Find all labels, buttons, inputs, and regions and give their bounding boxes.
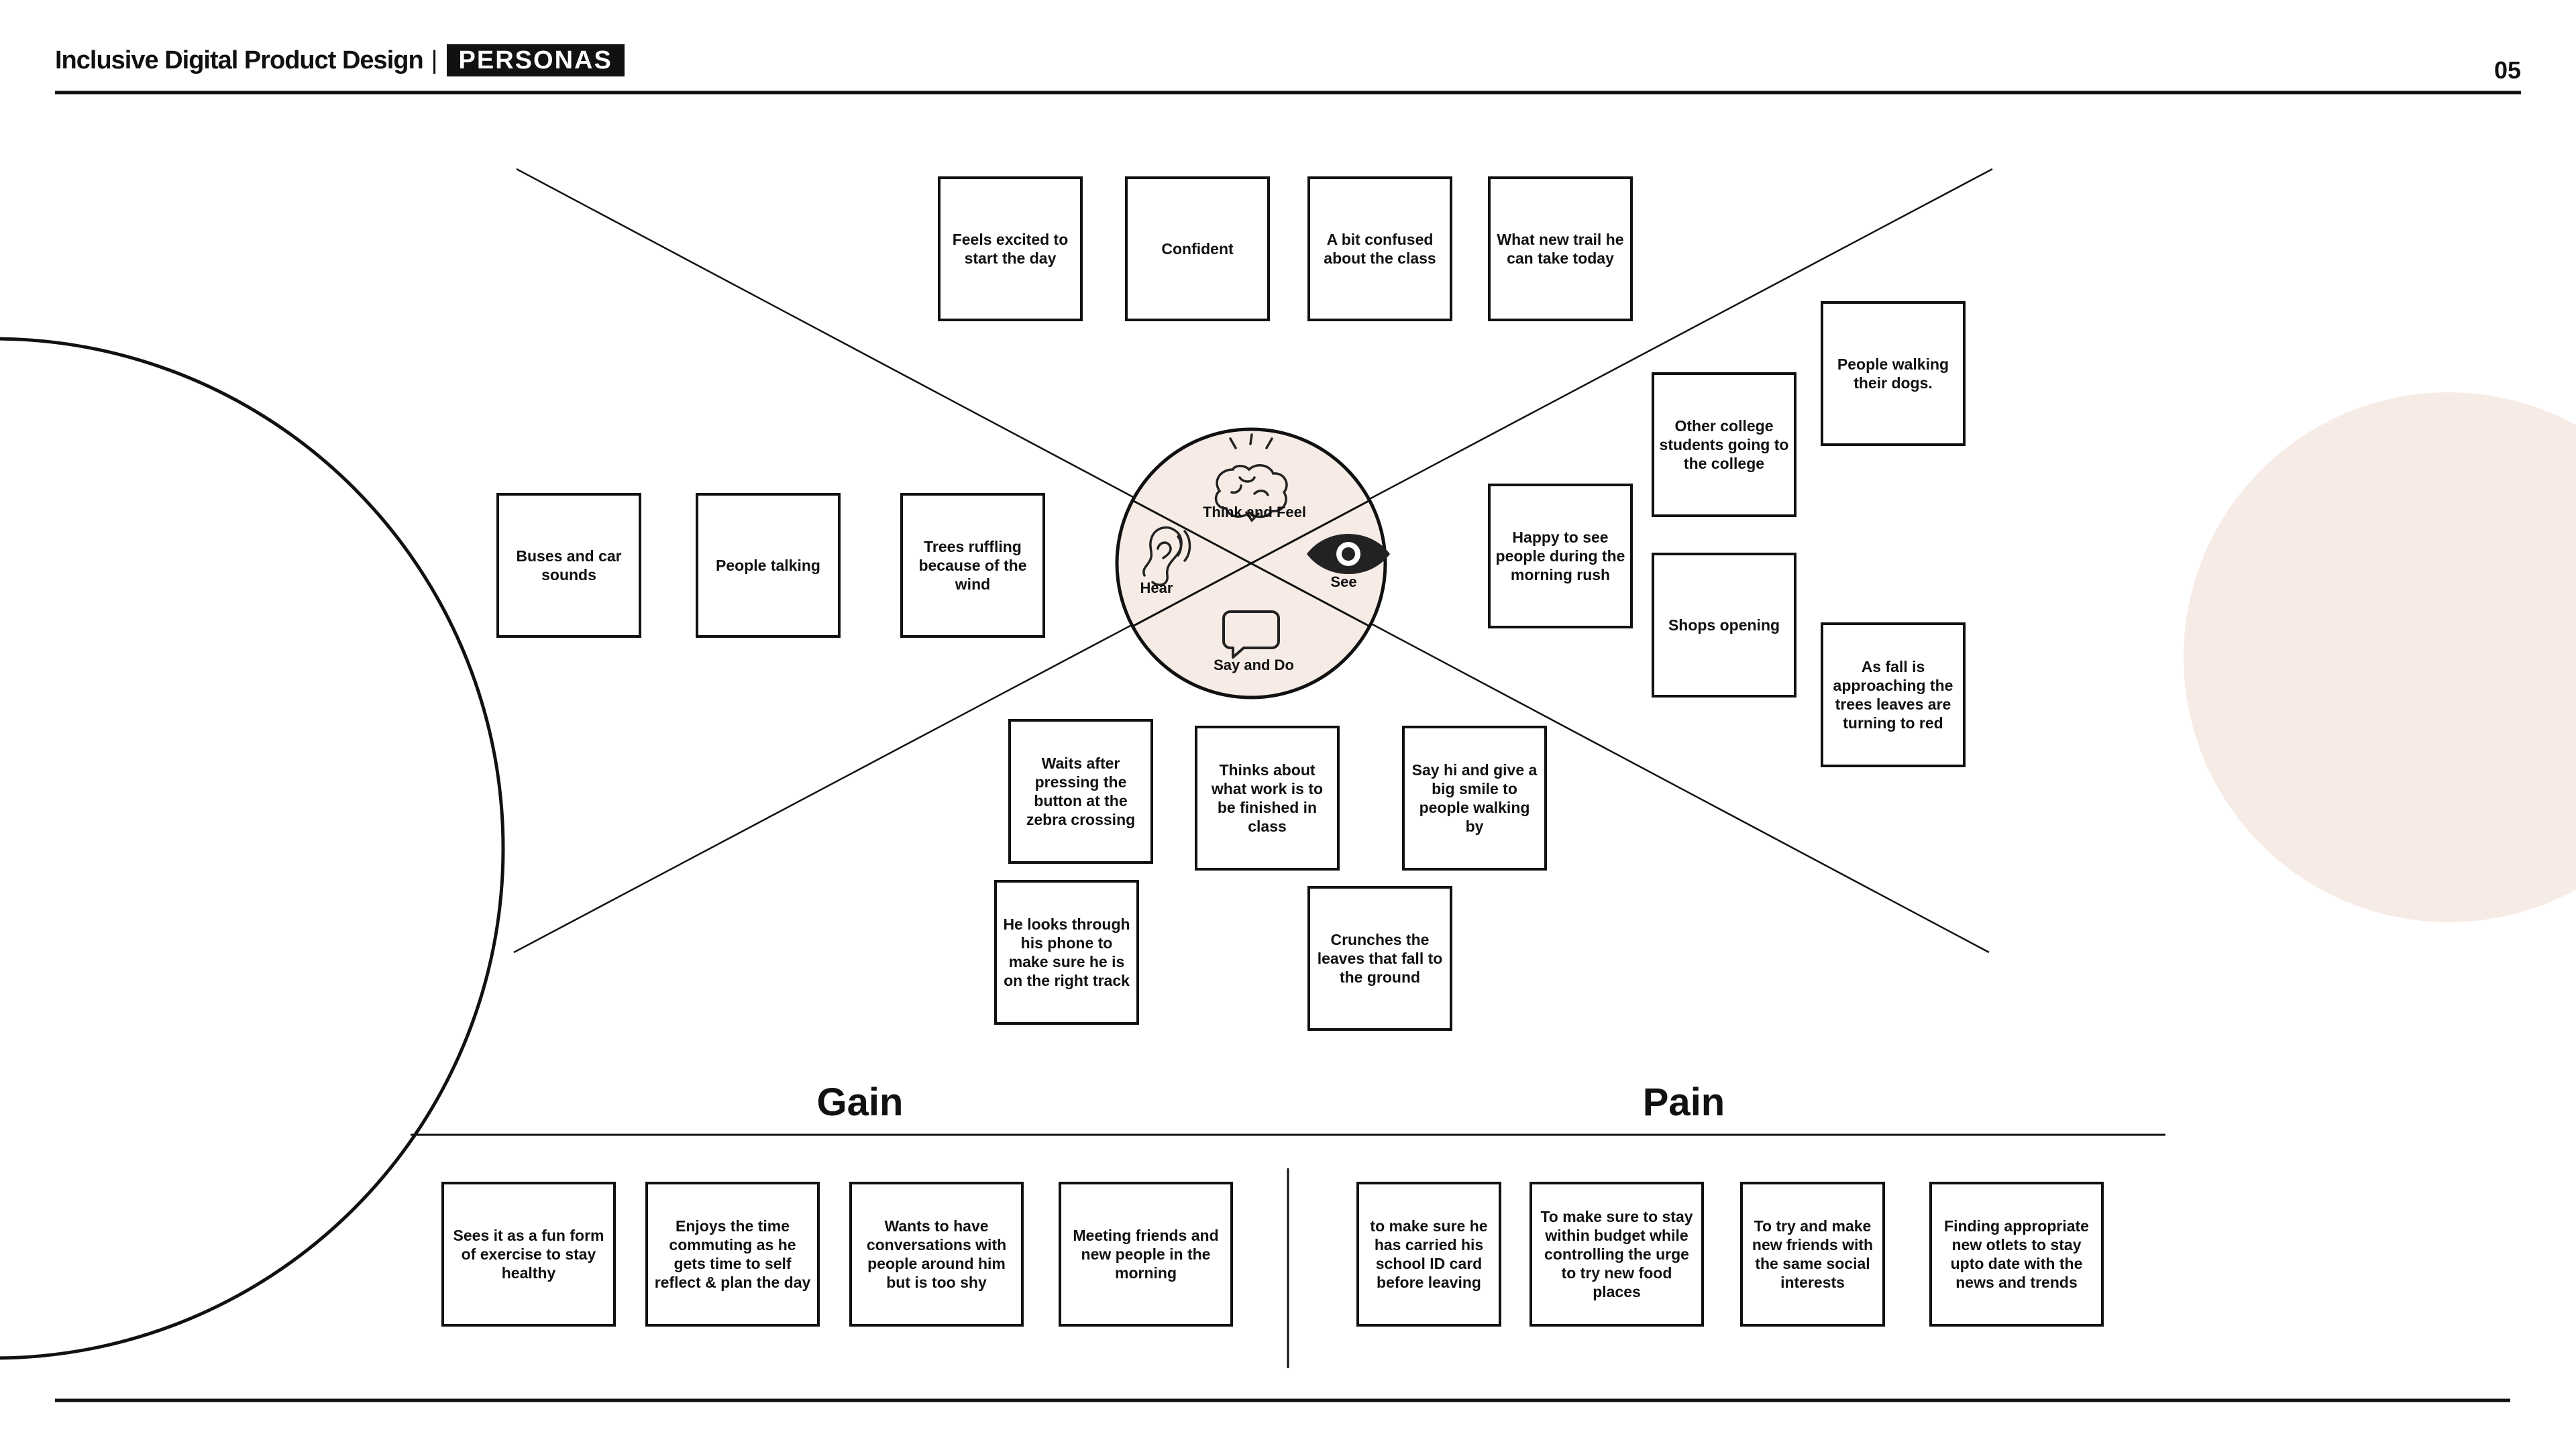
sticky-note: Crunches the leaves that fall to the gro… (1307, 886, 1452, 1031)
sticky-note: People talking (696, 493, 841, 638)
eye-icon (1307, 534, 1390, 574)
sticky-note: Confident (1125, 176, 1270, 321)
sticky-note: As fall is approaching the trees leaves … (1821, 622, 1966, 767)
sticky-note: What new trail he can take today (1488, 176, 1633, 321)
sticky-note: Enjoys the time commuting as he gets tim… (645, 1182, 820, 1327)
page-number: 05 (2493, 56, 2521, 84)
header-separator: | (431, 46, 438, 74)
pain-title: Pain (1642, 1080, 1725, 1124)
sticky-note: Other college students going to the coll… (1652, 372, 1796, 517)
gain-title: Gain (816, 1080, 904, 1124)
header-title: Inclusive Digital Product Design | PERSO… (55, 44, 625, 76)
sticky-note: Shops opening (1652, 553, 1796, 698)
sticky-note: He looks through his phone to make sure … (994, 880, 1139, 1025)
sticky-note: To make sure to stay within budget while… (1529, 1182, 1704, 1327)
hear-label: Hear (1140, 579, 1173, 596)
sticky-note: Trees ruffling because of the wind (900, 493, 1045, 638)
center-divider-2 (1132, 499, 1371, 628)
sticky-note: Thinks about what work is to be finished… (1195, 726, 1340, 871)
deck-title: Inclusive Digital Product Design (55, 46, 424, 74)
sticky-note: Waits after pressing the button at the z… (1008, 719, 1153, 864)
sticky-note: Meeting friends and new people in the mo… (1059, 1182, 1233, 1327)
sticky-note: Finding appropriate new otlets to stay u… (1929, 1182, 2104, 1327)
ear-icon (1142, 526, 1191, 586)
section-badge: PERSONAS (446, 44, 625, 76)
brain-icon (1214, 433, 1288, 522)
say-and-do-label: Say and Do (1214, 657, 1294, 673)
sticky-note: Feels excited to start the day (938, 176, 1083, 321)
sticky-note: Happy to see people during the morning r… (1488, 484, 1633, 628)
sticky-note: to make sure he has carried his school I… (1356, 1182, 1501, 1327)
sticky-note: Sees it as a fun form of exercise to sta… (441, 1182, 616, 1327)
think-and-feel-label: Think and Feel (1202, 504, 1307, 520)
see-label: See (1330, 573, 1357, 590)
sticky-note: Wants to have conversations with people … (849, 1182, 1024, 1327)
sticky-note: Buses and car sounds (496, 493, 641, 638)
sticky-note: A bit confused about the class (1307, 176, 1452, 321)
sticky-note: People walking their dogs. (1821, 301, 1966, 446)
sticky-note: To try and make new friends with the sam… (1740, 1182, 1885, 1327)
speech-bubble-icon (1222, 610, 1280, 659)
left-arc (0, 337, 505, 1360)
sticky-note: Say hi and give a big smile to people wa… (1402, 726, 1547, 871)
accent-circle (2184, 392, 2576, 922)
